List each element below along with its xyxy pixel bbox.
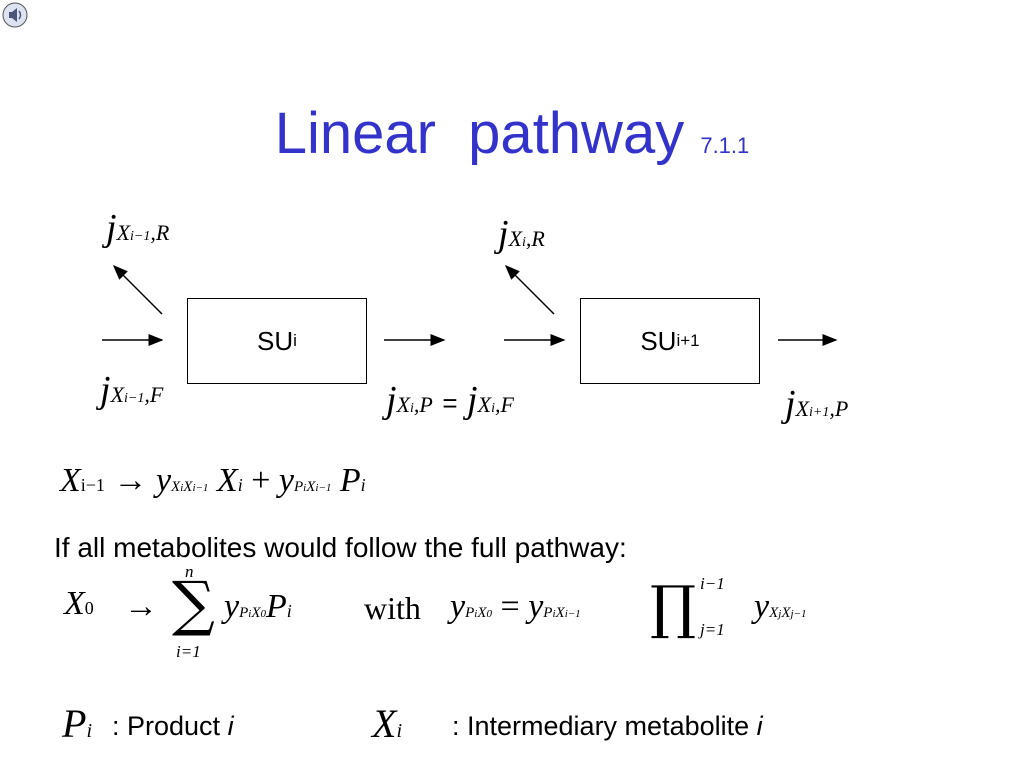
prod-bottom: j=1 bbox=[700, 620, 725, 639]
arrow-symbol: → bbox=[124, 588, 158, 625]
su-box-i-sub: i bbox=[293, 331, 297, 350]
product-symbol: ∏ bbox=[650, 573, 697, 641]
sum-top: n bbox=[185, 562, 194, 581]
su-box-i1-label: SU bbox=[640, 325, 677, 356]
flux-label-top-left: jXi−1,R bbox=[106, 207, 170, 249]
legend-x-text: : Intermediary metabolite i bbox=[452, 711, 763, 741]
flux-label-bottom-left: jXi−1,F bbox=[100, 369, 164, 411]
title-number: 7.1.1 bbox=[700, 133, 750, 158]
title-text: Linear pathway bbox=[274, 101, 685, 166]
statement-text: If all metabolites would follow the full… bbox=[54, 532, 627, 563]
release-arrow-2 bbox=[504, 264, 555, 315]
flux-label-bottom-mid: jXi,P = jXi,F bbox=[386, 379, 514, 421]
legend-p-symbol: Pi bbox=[62, 701, 92, 746]
legend-x-symbol: Xi bbox=[372, 701, 402, 746]
yield-term: yPiX0Pi bbox=[224, 588, 292, 625]
with-word: with bbox=[364, 590, 421, 626]
yield-definition: yPiX0 = yPiXi−1 bbox=[450, 588, 581, 625]
speaker-icon[interactable] bbox=[2, 2, 28, 28]
reaction-equation: Xi−1 → yXiXi−1 Xi + yPiXi−1 Pi bbox=[60, 462, 366, 499]
slide-title: Linear pathway 7.1.1 bbox=[0, 100, 1024, 167]
su-box-i-label: SU bbox=[257, 325, 294, 356]
flux-label-top-right: jXi,R bbox=[498, 213, 545, 255]
flux-label-bottom-right: jXi+1,P bbox=[785, 383, 849, 425]
prod-top: i−1 bbox=[700, 574, 725, 593]
legend-p-text: : Product i bbox=[112, 711, 234, 741]
su-box-i1-sub: i+1 bbox=[676, 331, 700, 350]
sum-symbol: ∑ bbox=[172, 569, 215, 639]
yield-product-term: yXjXj−1 bbox=[754, 588, 807, 625]
release-arrow-1 bbox=[112, 264, 163, 315]
full-pathway-equation: X0 bbox=[64, 585, 94, 622]
sum-bottom: i=1 bbox=[176, 642, 201, 661]
